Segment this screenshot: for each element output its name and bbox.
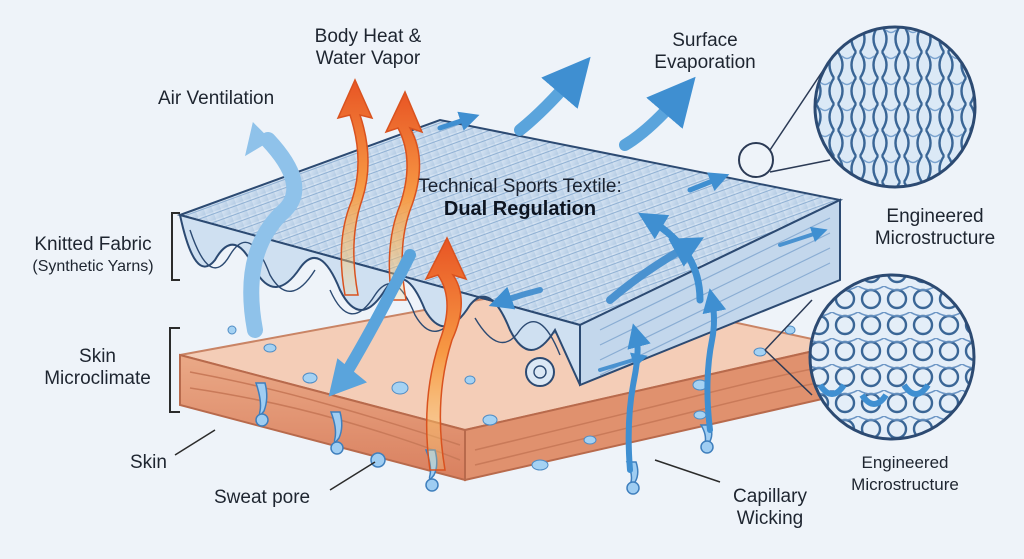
brackets — [169, 212, 180, 413]
label-surface-evaporation: Surface Evaporation — [640, 30, 770, 74]
label-microstructure-top: Engineered Microstructure — [860, 206, 1010, 250]
title: Technical Sports Textile: Dual Regulatio… — [395, 176, 645, 220]
label-knitted-fabric-line-2: (Synthetic Yarns) — [32, 258, 154, 275]
leader-lines — [174, 429, 721, 491]
label-microstructure-top-line-2: Microstructure — [874, 228, 996, 249]
microstructure-zoom-top — [813, 25, 977, 189]
label-body-heat-line-1: Body Heat & — [314, 26, 422, 47]
airflow-arrows — [243, 56, 828, 397]
heat-arrows — [336, 78, 468, 471]
capillary-arrows — [625, 288, 727, 473]
label-microstructure-top-line-1: Engineered — [886, 206, 984, 227]
label-skin: Skin — [130, 452, 167, 473]
label-capillary-wicking-line-1: Capillary — [733, 486, 807, 507]
label-skin-microclimate-line-1: Skin — [79, 346, 116, 367]
label-skin-microclimate-line-2: Microclimate — [44, 368, 151, 389]
label-microstructure-bottom: Engineered Microstructure — [830, 452, 980, 496]
label-knitted-fabric-line-1: Knitted Fabric — [34, 234, 152, 255]
label-knitted-fabric: Knitted Fabric (Synthetic Yarns) — [18, 234, 168, 278]
label-body-heat: Body Heat & Water Vapor — [298, 26, 438, 70]
title-line-2: Dual Regulation — [443, 198, 597, 220]
label-skin-microclimate: Skin Microclimate — [30, 346, 165, 390]
label-capillary-wicking-line-2: Wicking — [736, 508, 804, 529]
microstructure-zoom-bottom — [808, 273, 976, 441]
label-microstructure-bottom-line-1: Engineered — [861, 453, 949, 472]
zoom-connectors — [738, 59, 831, 396]
title-line-1: Technical Sports Textile: — [418, 176, 622, 197]
label-surface-evaporation-line-1: Surface — [672, 30, 738, 51]
label-surface-evaporation-line-2: Evaporation — [654, 52, 756, 73]
label-air-ventilation: Air Ventilation — [158, 88, 275, 109]
label-capillary-wicking: Capillary Wicking — [715, 486, 825, 530]
label-microstructure-bottom-line-2: Microstructure — [851, 475, 959, 494]
label-body-heat-line-2: Water Vapor — [315, 48, 421, 69]
label-sweat-pore: Sweat pore — [214, 487, 311, 508]
